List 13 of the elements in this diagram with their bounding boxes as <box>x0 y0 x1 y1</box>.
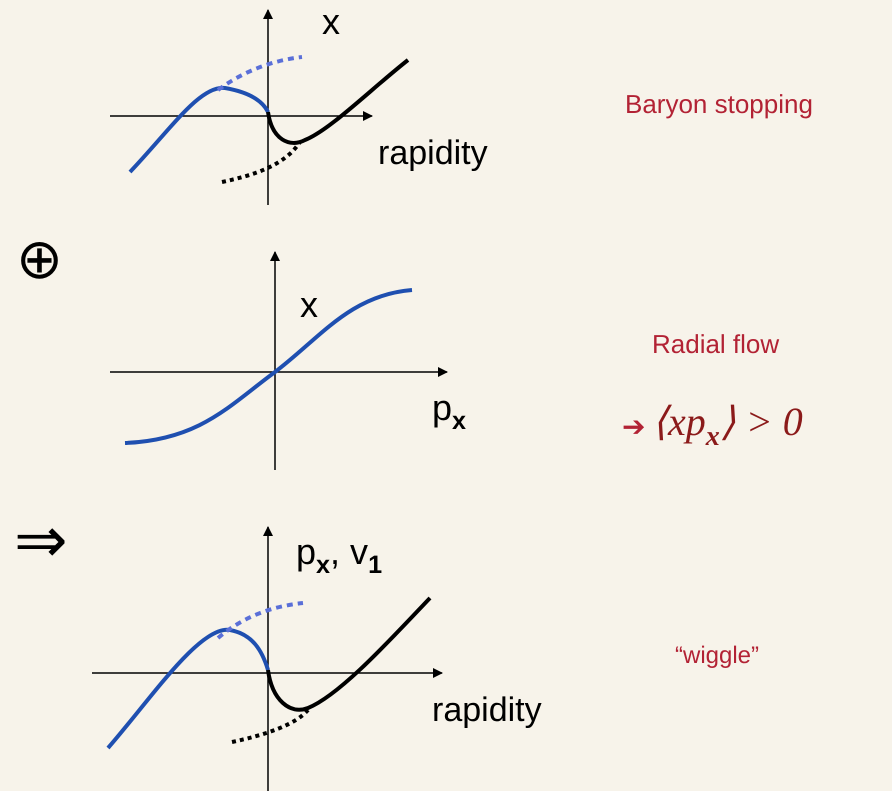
axis-label: p$_{x}$, v$_{1}$ <box>296 532 382 580</box>
caption-text: Baryon stopping <box>625 90 813 119</box>
operator-symbol: ⊕ <box>16 228 63 290</box>
axis-label: p$_{x}$ <box>432 388 466 436</box>
formula-text: ⟨xp$_{x}$⟩ > 0 <box>652 400 803 453</box>
arrow-symbol: ➔ <box>622 412 645 443</box>
caption-text: Radial flow <box>652 330 780 359</box>
caption-text: “wiggle” <box>675 643 760 670</box>
axis-label: rapidity <box>432 692 542 730</box>
axis-label: x <box>322 2 340 42</box>
axis-label: rapidity <box>378 135 488 172</box>
axis-label: x <box>300 285 318 325</box>
operator-symbol: ⇒ <box>14 505 68 576</box>
